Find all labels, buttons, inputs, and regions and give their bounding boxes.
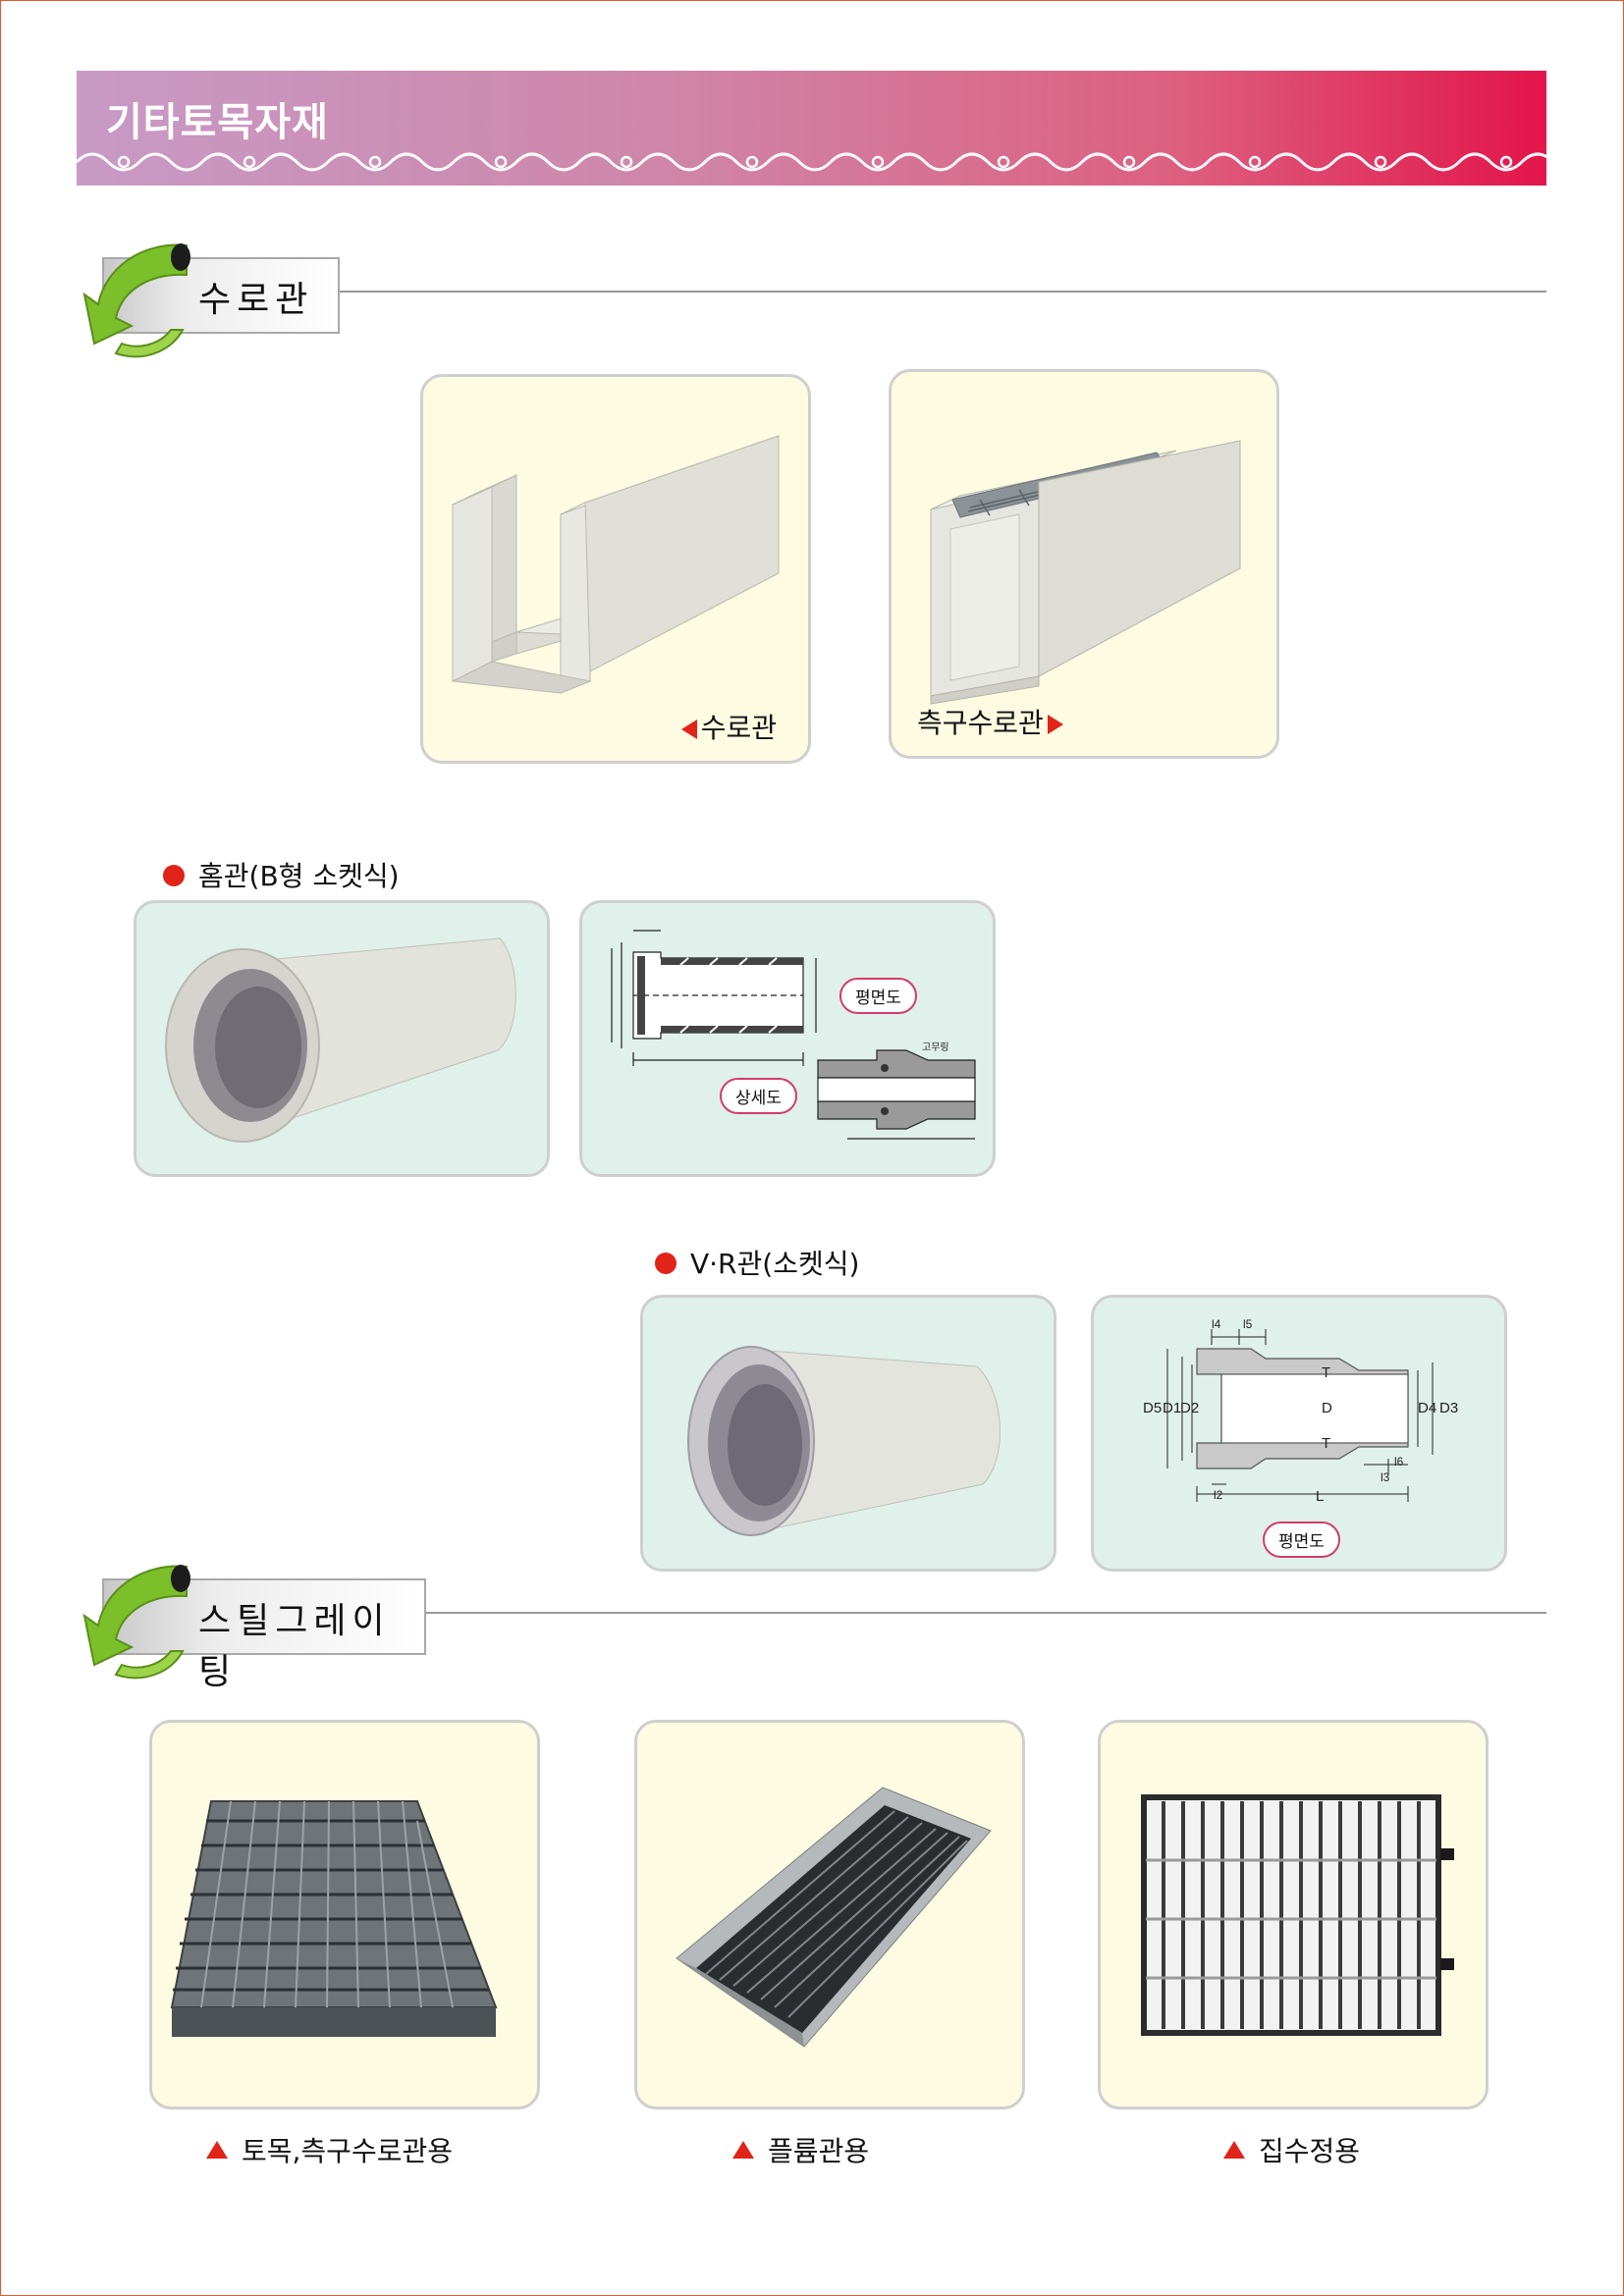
hume-pipe-photo-card (134, 900, 550, 1177)
grating-catch-basin-image (1141, 1794, 1454, 2036)
detail-view-label: 상세도 (720, 1078, 797, 1114)
channel-image (451, 435, 780, 694)
section-header-grating: 스틸그레이팅 (77, 1557, 1546, 1694)
hume-pipe-drawing-card: 평면도 상세도 고무링 (579, 900, 996, 1177)
vr-pipe-drawing (1166, 1329, 1434, 1502)
vr-pipe-drawing-card: D5 D1 D2 D D4 D3 T T l4 l5 l2 l3 l6 L 평면… (1091, 1295, 1507, 1572)
caption-channel: 수로관 (680, 707, 777, 746)
green-arrow-icon (82, 243, 190, 358)
right-triangle-icon (1047, 715, 1063, 734)
dim-t-top: T (1322, 1364, 1331, 1381)
section-header-channel: 수로관 (77, 236, 1546, 373)
rubber-ring-label: 고무링 (922, 1042, 949, 1053)
caption-grating-catch-basin: 집수정용 (1223, 2130, 1360, 2169)
section-title: 스틸그레이팅 (198, 1601, 391, 1692)
red-bullet-icon (655, 1253, 677, 1274)
dim-l: L (1316, 1488, 1325, 1505)
section-rule (340, 291, 1546, 293)
dim-t-bottom: T (1322, 1435, 1331, 1452)
section-label-box: 스틸그레이팅 (102, 1578, 426, 1692)
section-label-box: 수로관 (102, 257, 340, 334)
section-title: 수로관 (198, 280, 314, 320)
grating-card-civil (149, 1720, 540, 2109)
dim-d2: D2 (1180, 1400, 1200, 1416)
caption-side-channel: 측구수로관 (917, 702, 1063, 741)
vr-plan-view-label: 평면도 (1263, 1522, 1340, 1558)
grating-card-flume (634, 1720, 1025, 2109)
plan-view-label: 평면도 (839, 978, 917, 1014)
hume-pipe-heading: 홈관(B형 소켓식) (163, 855, 400, 894)
up-triangle-icon (1223, 2141, 1245, 2159)
dim-l4: l4 (1212, 1317, 1221, 1331)
up-triangle-icon (206, 2141, 228, 2159)
dim-d5: D5 (1143, 1400, 1163, 1416)
left-triangle-icon (680, 720, 697, 739)
wave-ornament (77, 152, 1546, 172)
dim-l3: l3 (1380, 1470, 1390, 1484)
vr-pipe-image (687, 1346, 1001, 1536)
title-banner: 기타토목자재 (77, 71, 1546, 186)
caption-grating-flume: 플륨관용 (732, 2130, 869, 2169)
dim-l2: l2 (1214, 1488, 1223, 1502)
dim-d1: D1 (1163, 1400, 1182, 1416)
red-bullet-icon (163, 865, 185, 886)
up-triangle-icon (732, 2141, 754, 2159)
vr-pipe-heading: V·R관(소켓식) (655, 1243, 859, 1282)
product-card-side-channel: 측구수로관 (889, 369, 1279, 759)
grating-flume-image (676, 1787, 992, 2048)
dim-l6: l6 (1394, 1455, 1404, 1468)
hume-pipe-image (165, 937, 516, 1143)
product-card-channel: 수로관 (420, 374, 811, 764)
green-arrow-icon (82, 1565, 190, 1680)
side-channel-image (930, 440, 1241, 705)
dim-d: D (1322, 1400, 1332, 1416)
banner-title: 기타토목자재 (106, 100, 329, 145)
vr-pipe-photo-card (640, 1295, 1056, 1572)
dim-d3: D3 (1439, 1400, 1459, 1416)
grating-civil-image (170, 1800, 498, 2037)
grating-card-catch-basin (1098, 1720, 1489, 2109)
dim-l5: l5 (1243, 1317, 1253, 1331)
dim-d4: D4 (1418, 1400, 1437, 1416)
section-rule (426, 1612, 1546, 1614)
caption-grating-civil: 토목,측구수로관용 (206, 2130, 453, 2169)
hume-pipe-drawing (611, 930, 976, 1140)
